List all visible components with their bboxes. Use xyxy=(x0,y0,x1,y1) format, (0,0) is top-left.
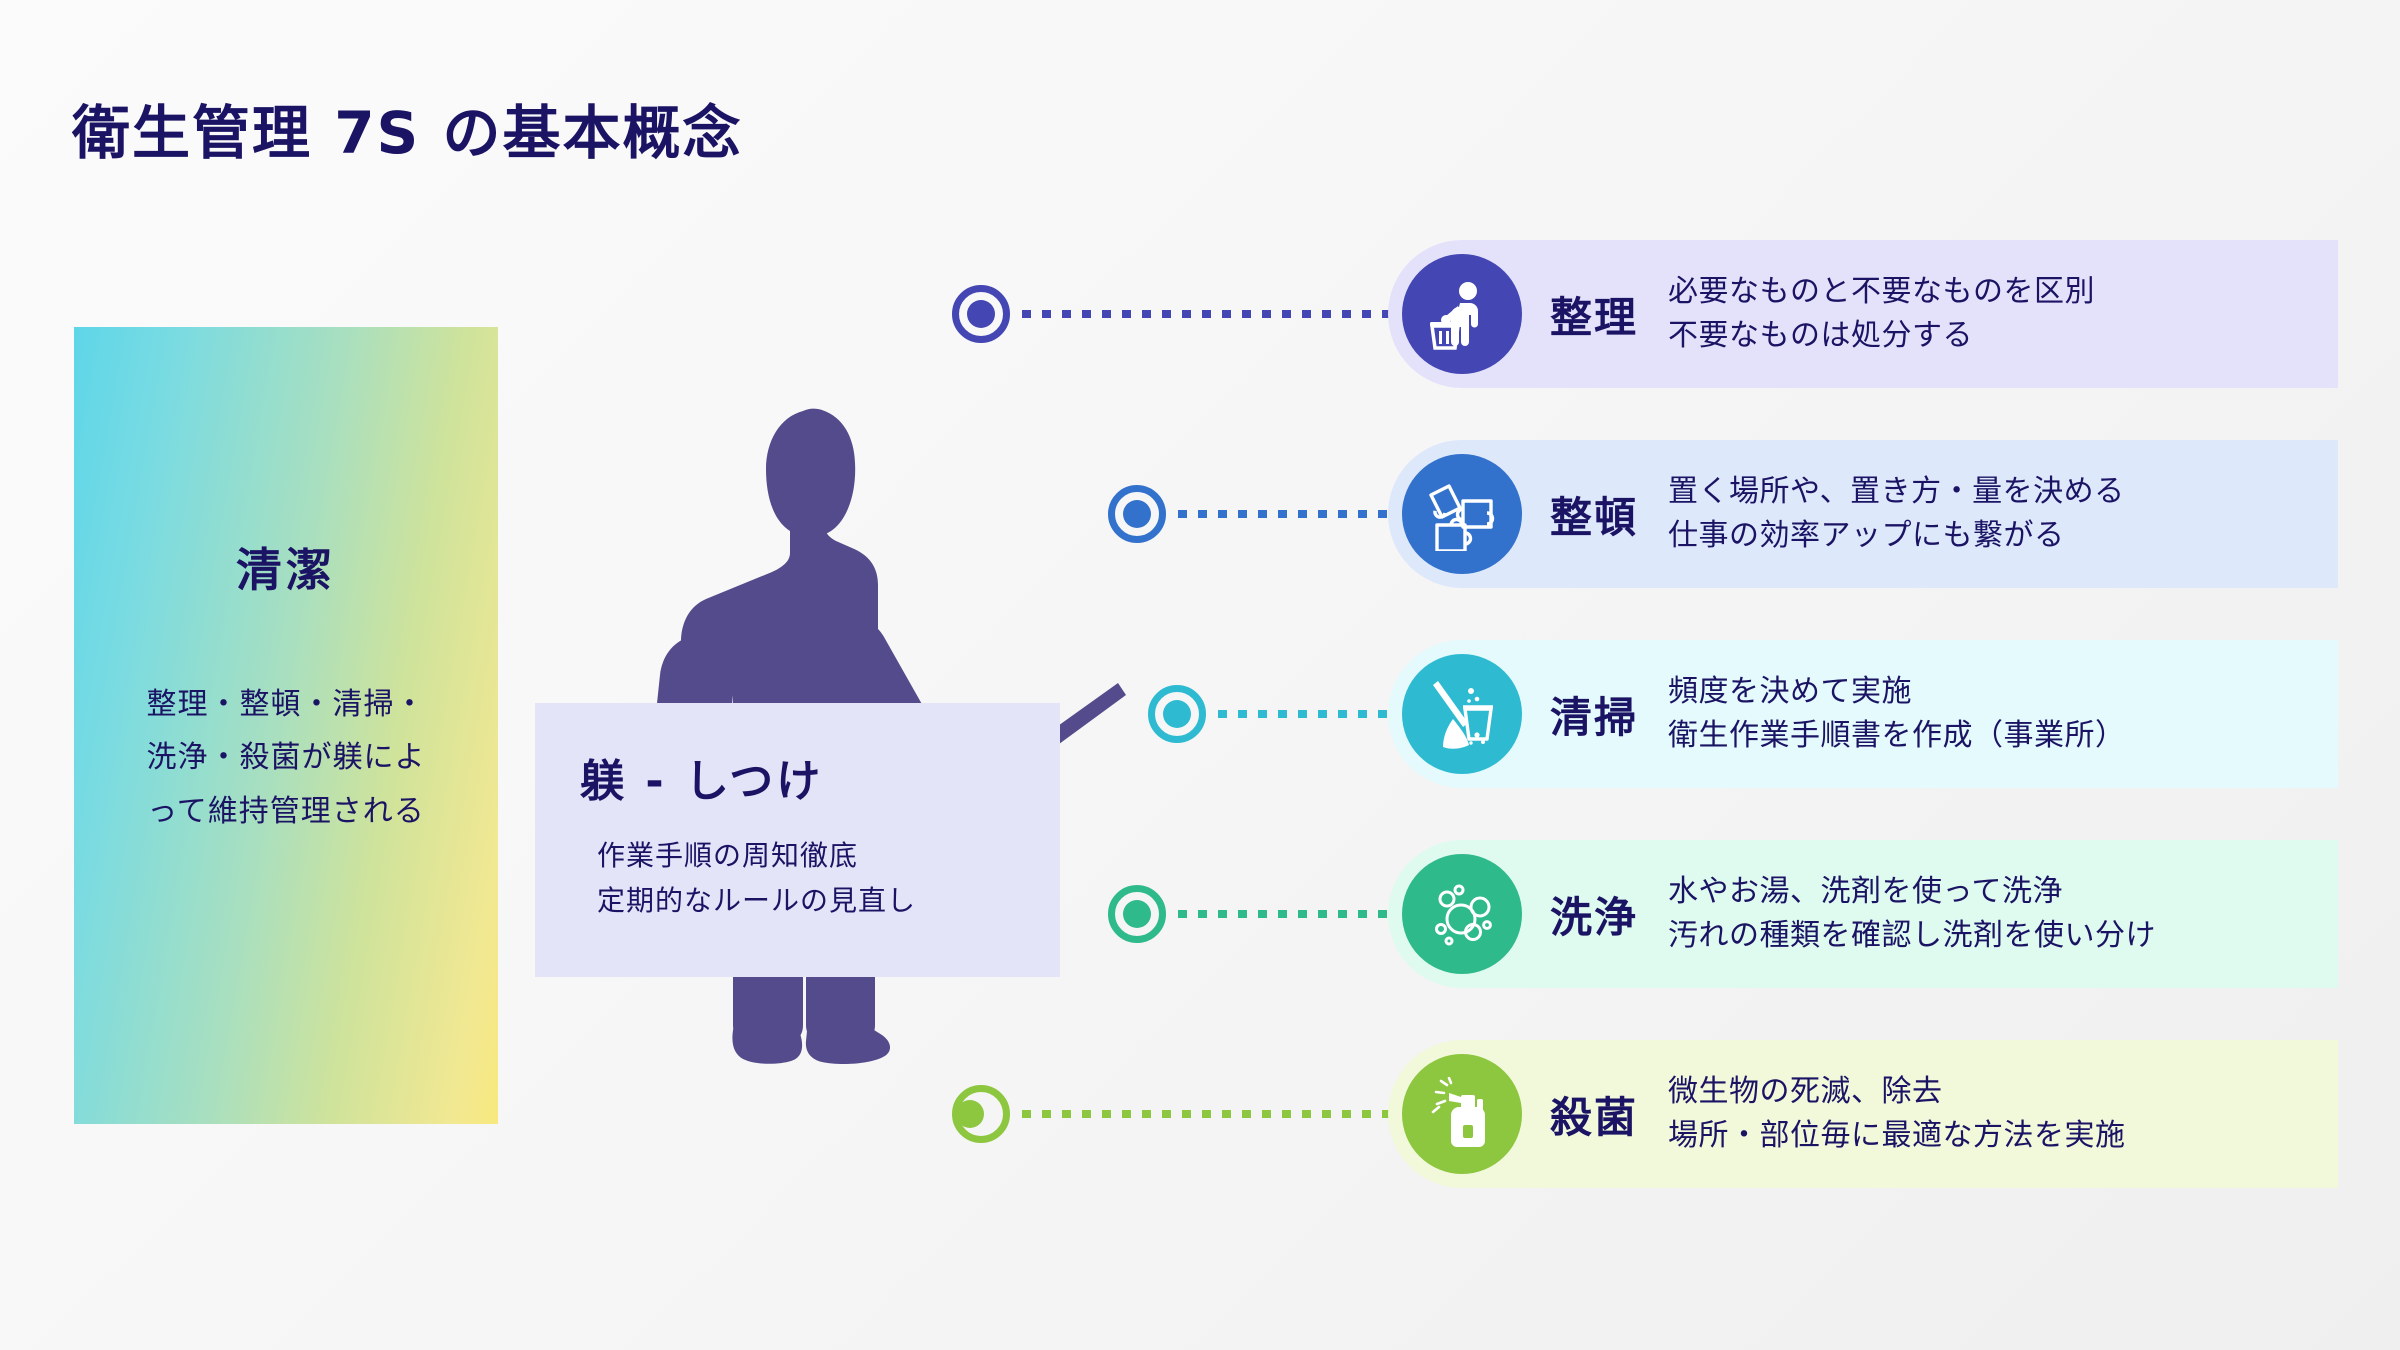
marker-dot-senjou xyxy=(1108,885,1166,943)
item-description-line: 不要なものは処分する xyxy=(1668,318,1974,353)
dotted-line-sakkin xyxy=(1022,1110,1412,1118)
trash-disposal-icon xyxy=(1402,254,1522,374)
connector-senjou xyxy=(1108,883,1413,945)
item-description-line: 場所・部位毎に最適な方法を実施 xyxy=(1668,1118,2126,1153)
item-term-sakkin: 殺菌 xyxy=(1550,1092,1639,1142)
item-description-sakkin: 微生物の死滅、除去 場所・部位毎に最適な方法を実施 xyxy=(1668,1070,2126,1159)
item-term-seiton: 整頓 xyxy=(1550,492,1639,542)
marker-dot-seiri xyxy=(952,285,1010,343)
item-description-seisou: 頻度を決めて実施 衛生作業手順書を作成（事業所） xyxy=(1668,670,2126,759)
page-title: 衛生管理 7S の基本概念 xyxy=(72,99,743,167)
connector-seiton xyxy=(1108,483,1413,545)
marker-dot-sakkin xyxy=(952,1085,1010,1143)
item-term-seiri: 整理 xyxy=(1550,292,1639,342)
seiketsu-term: 清潔 xyxy=(236,543,336,597)
item-description-line: 仕事の効率アップにも繋がる xyxy=(1668,518,2065,553)
item-description-line: 水やお湯、洗剤を使って洗浄 xyxy=(1668,873,2064,909)
item-card-senjou[interactable]: 洗浄 水やお湯、洗剤を使って洗浄 汚れの種類を確認し洗剤を使い分け xyxy=(1388,840,2338,988)
item-description-line: 置く場所や、置き方・量を決める xyxy=(1668,473,2125,509)
item-description-line: 微生物の死滅、除去 xyxy=(1668,1073,1943,1109)
shitsuke-description-line: 定期的なルールの見直し xyxy=(597,884,917,918)
seiketsu-description-line: 整理・整頓・清掃・ xyxy=(146,687,426,722)
connector-seiri xyxy=(952,283,1412,345)
item-description-senjou: 水やお湯、洗剤を使って洗浄 汚れの種類を確認し洗剤を使い分け xyxy=(1668,870,2156,959)
marker-dot-seisou xyxy=(1148,685,1206,743)
mop-bucket-icon xyxy=(1402,654,1522,774)
item-description-seiri: 必要なものと不要なものを区別 不要なものは処分する xyxy=(1668,270,2095,359)
marker-dot-seiton xyxy=(1108,485,1166,543)
connector-sakkin xyxy=(952,1083,1412,1145)
dotted-line-seiton xyxy=(1178,510,1413,518)
dotted-line-senjou xyxy=(1178,910,1413,918)
item-description-line: 頻度を決めて実施 xyxy=(1668,673,1913,709)
shitsuke-box: 躾 - しつけ 作業手順の周知徹底 定期的なルールの見直し xyxy=(535,703,1060,977)
dotted-line-seiri xyxy=(1022,310,1412,318)
item-description-seiton: 置く場所や、置き方・量を決める 仕事の効率アップにも繋がる xyxy=(1668,470,2125,559)
seiketsu-description: 整理・整頓・清掃・ 洗浄・殺菌が躾によ って維持管理される xyxy=(147,678,426,838)
item-card-seiri[interactable]: 整理 必要なものと不要なものを区別 不要なものは処分する xyxy=(1388,240,2338,388)
item-card-seiton[interactable]: 整頓 置く場所や、置き方・量を決める 仕事の効率アップにも繋がる xyxy=(1388,440,2338,588)
shitsuke-description-line: 作業手順の周知徹底 xyxy=(597,839,859,872)
item-card-seisou[interactable]: 清掃 頻度を決めて実施 衛生作業手順書を作成（事業所） xyxy=(1388,640,2338,788)
item-description-line: 必要なものと不要なものを区別 xyxy=(1668,273,2096,309)
item-term-seisou: 清掃 xyxy=(1550,692,1639,742)
seiketsu-panel: 清潔 整理・整頓・清掃・ 洗浄・殺菌が躾によ って維持管理される xyxy=(74,327,498,1124)
bubbles-icon xyxy=(1402,854,1522,974)
shitsuke-description: 作業手順の周知徹底 定期的なルールの見直し xyxy=(597,833,916,924)
dotted-line-seisou xyxy=(1218,710,1413,718)
puzzle-pieces-icon xyxy=(1402,454,1522,574)
item-card-sakkin[interactable]: 殺菌 微生物の死滅、除去 場所・部位毎に最適な方法を実施 xyxy=(1388,1040,2338,1188)
seiketsu-description-line: 洗浄・殺菌が躾によ xyxy=(146,740,426,776)
item-description-line: 衛生作業手順書を作成（事業所） xyxy=(1668,718,2126,753)
shitsuke-title: 躾 - しつけ xyxy=(580,756,824,807)
spray-bottle-icon xyxy=(1402,1054,1522,1174)
seiketsu-description-line: って維持管理される xyxy=(147,793,425,829)
item-term-senjou: 洗浄 xyxy=(1550,892,1639,942)
item-description-line: 汚れの種類を確認し洗剤を使い分け xyxy=(1668,918,2157,953)
connector-seisou xyxy=(1148,683,1413,745)
